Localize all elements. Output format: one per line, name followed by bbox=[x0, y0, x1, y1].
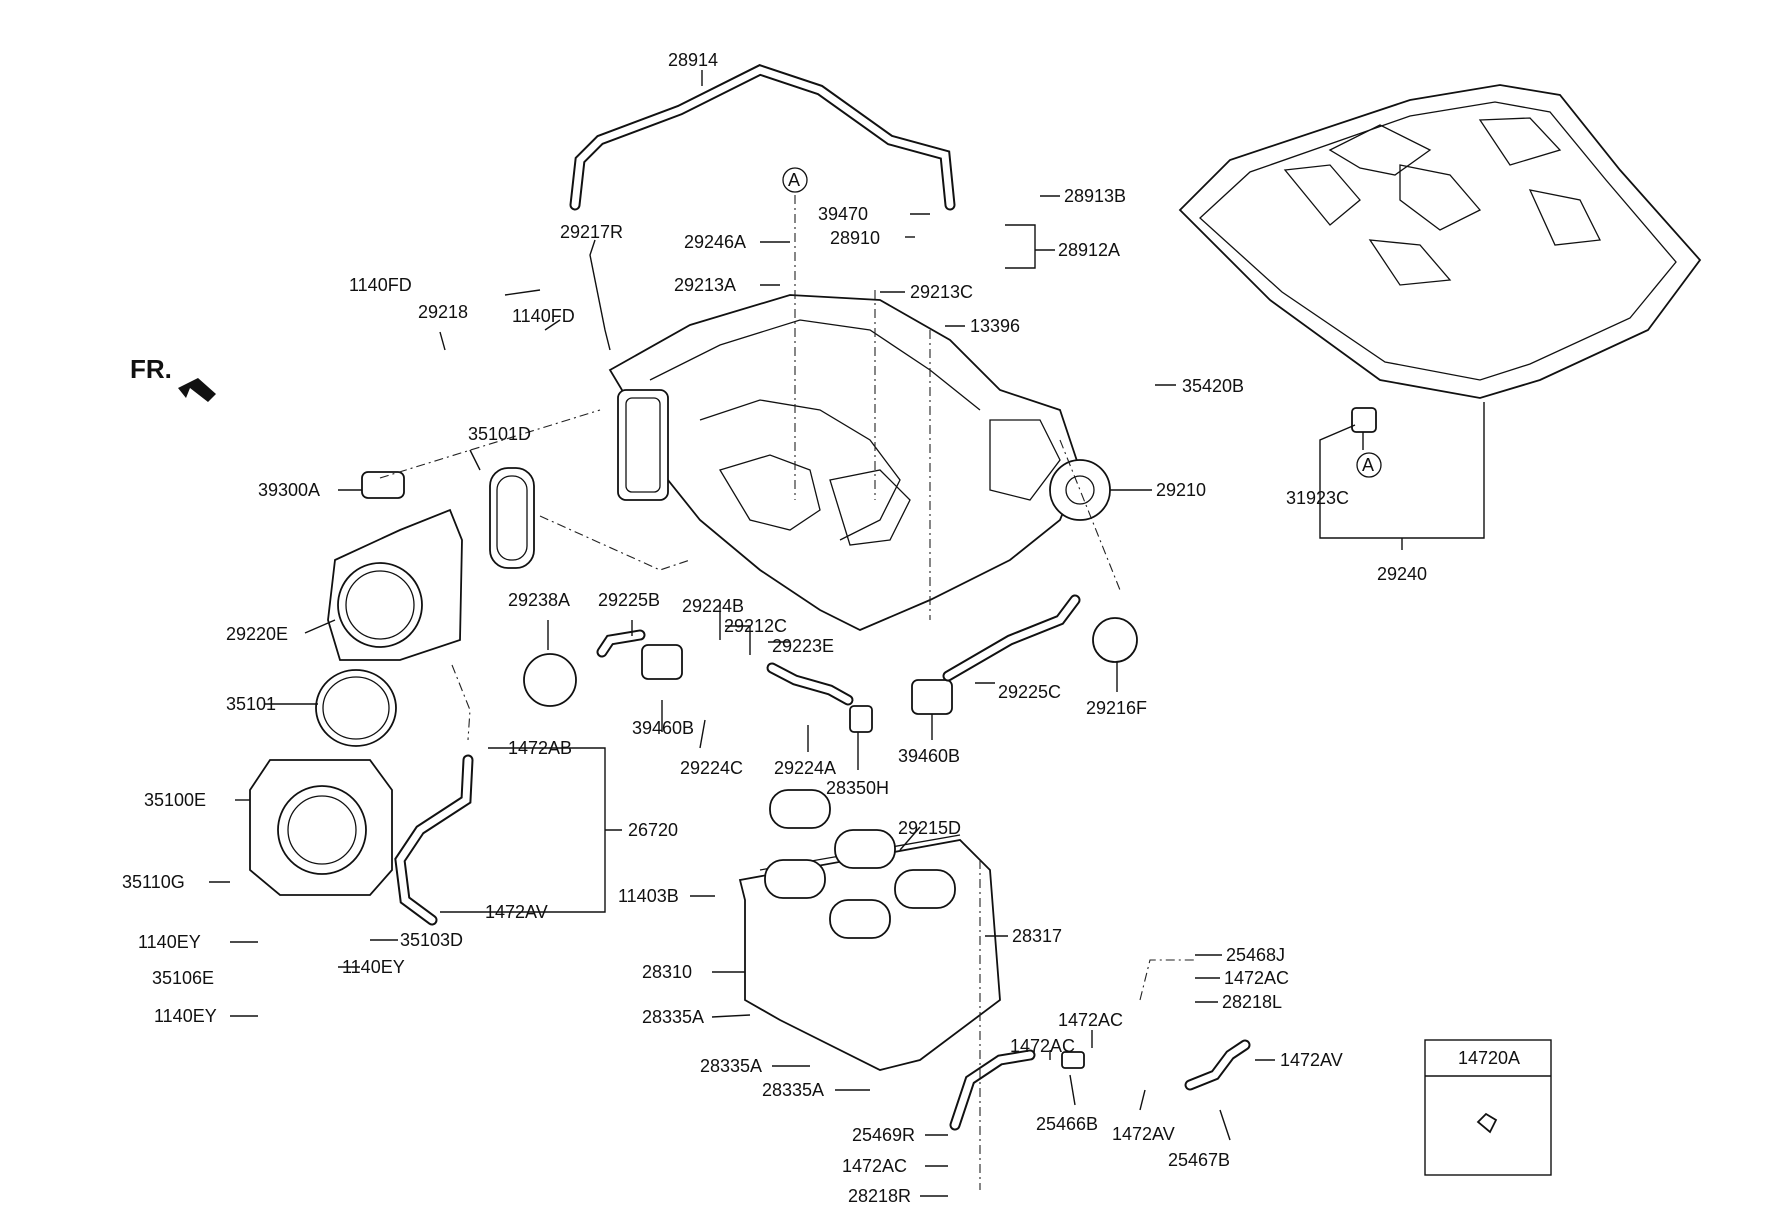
label-35420b: 35420B bbox=[1182, 376, 1244, 396]
solenoid-valve-39460b-right bbox=[911, 679, 953, 715]
label-29220e: 29220E bbox=[226, 624, 288, 644]
label-1472av-b: 1472AV bbox=[1280, 1050, 1343, 1070]
label-29225b: 29225B bbox=[598, 590, 660, 610]
label-29213c: 29213C bbox=[910, 282, 973, 302]
label-1472av-a: 1472AV bbox=[485, 902, 548, 922]
label-13396: 13396 bbox=[970, 316, 1020, 336]
label-29216f: 29216F bbox=[1086, 698, 1147, 718]
label-1472av-c: 1472AV bbox=[1112, 1124, 1175, 1144]
label-28914: 28914 bbox=[668, 50, 718, 70]
label-28913b: 28913B bbox=[1064, 186, 1126, 206]
label-28335a-b: 28335A bbox=[700, 1056, 762, 1076]
engine-cover bbox=[1178, 84, 1702, 433]
callout-a-right: A bbox=[1356, 452, 1382, 478]
label-29240: 29240 bbox=[1377, 564, 1427, 584]
label-1140ey-b: 1140EY bbox=[154, 1006, 217, 1026]
label-25469r: 25469R bbox=[852, 1125, 915, 1145]
label-28912a: 28912A bbox=[1058, 240, 1120, 260]
gasket-35101d bbox=[489, 467, 535, 569]
actuator-29216f bbox=[1092, 617, 1138, 663]
label-39300a: 39300A bbox=[258, 480, 320, 500]
label-39460b-a: 39460B bbox=[632, 718, 694, 738]
label-1472ac-b: 1472AC bbox=[1058, 1010, 1123, 1030]
reference-box-14720a: 14720A bbox=[1424, 1039, 1552, 1176]
callout-a-letter: A bbox=[1362, 455, 1374, 475]
front-direction-marker: FR. bbox=[130, 354, 216, 402]
label-35103d: 35103D bbox=[400, 930, 463, 950]
label-35101d: 35101D bbox=[468, 424, 531, 444]
label-29224a: 29224A bbox=[774, 758, 836, 778]
label-29213a: 29213A bbox=[674, 275, 736, 295]
label-28218r: 28218R bbox=[848, 1186, 911, 1206]
solenoid-valve-39460b-left bbox=[641, 644, 683, 680]
throttle-body-lower bbox=[249, 759, 393, 896]
label-1140fd-b: 1140FD bbox=[512, 306, 575, 326]
ref-box-label: 14720A bbox=[1458, 1048, 1520, 1068]
label-29225c: 29225C bbox=[998, 682, 1061, 702]
label-1140ey-c: 1140EY bbox=[342, 957, 405, 977]
label-35100e: 35100E bbox=[144, 790, 206, 810]
intake-gasket-29215d bbox=[764, 789, 956, 939]
label-29224c: 29224C bbox=[680, 758, 743, 778]
coolant-hose bbox=[394, 754, 474, 926]
label-28317: 28317 bbox=[1012, 926, 1062, 946]
label-28310: 28310 bbox=[642, 962, 692, 982]
label-35101: 35101 bbox=[226, 694, 276, 714]
label-29218: 29218 bbox=[418, 302, 468, 322]
label-29212c: 29212C bbox=[724, 616, 787, 636]
label-25467b: 25467B bbox=[1168, 1150, 1230, 1170]
label-29217r: 29217R bbox=[560, 222, 623, 242]
front-label: FR. bbox=[130, 354, 172, 384]
throttle-gasket bbox=[315, 669, 397, 747]
label-1472ac-a: 1472AC bbox=[1224, 968, 1289, 988]
sensor-28350h bbox=[849, 705, 873, 733]
label-29215d: 29215D bbox=[898, 818, 961, 838]
pcv-hose bbox=[569, 64, 956, 211]
label-1140ey-a: 1140EY bbox=[138, 932, 201, 952]
label-39460b-b: 39460B bbox=[898, 746, 960, 766]
label-39470: 39470 bbox=[818, 204, 868, 224]
connector-25466b bbox=[1061, 1051, 1085, 1069]
throttle-body-upper bbox=[327, 471, 463, 661]
actuator-29238a bbox=[523, 653, 577, 707]
label-29224b: 29224B bbox=[682, 596, 744, 616]
label-1140fd-a: 1140FD bbox=[349, 275, 412, 295]
label-25466b: 25466B bbox=[1036, 1114, 1098, 1134]
label-29238a: 29238A bbox=[508, 590, 570, 610]
front-arrow-icon bbox=[178, 378, 216, 402]
label-29223e: 29223E bbox=[772, 636, 834, 656]
label-29246a: 29246A bbox=[684, 232, 746, 252]
svg-text:A: A bbox=[788, 170, 800, 190]
label-35110g: 35110G bbox=[122, 872, 185, 892]
label-1472ac-c: 1472AC bbox=[1010, 1036, 1075, 1056]
label-31923c: 31923C bbox=[1286, 488, 1349, 508]
label-28335a-a: 28335A bbox=[642, 1007, 704, 1027]
label-25468j: 25468J bbox=[1226, 945, 1285, 965]
label-28218l: 28218L bbox=[1222, 992, 1282, 1012]
label-1472ac-d: 1472AC bbox=[842, 1156, 907, 1176]
label-28335a-c: 28335A bbox=[762, 1080, 824, 1100]
callout-a-top: A bbox=[782, 167, 808, 193]
upper-intake-manifold bbox=[608, 294, 1111, 631]
label-26720: 26720 bbox=[628, 820, 678, 840]
label-35106e: 35106E bbox=[152, 968, 214, 988]
label-29210: 29210 bbox=[1156, 480, 1206, 500]
label-28350h: 28350H bbox=[826, 778, 889, 798]
label-28910: 28910 bbox=[830, 228, 880, 248]
label-1472ab: 1472AB bbox=[508, 738, 572, 758]
label-11403b: 11403B bbox=[618, 886, 679, 906]
